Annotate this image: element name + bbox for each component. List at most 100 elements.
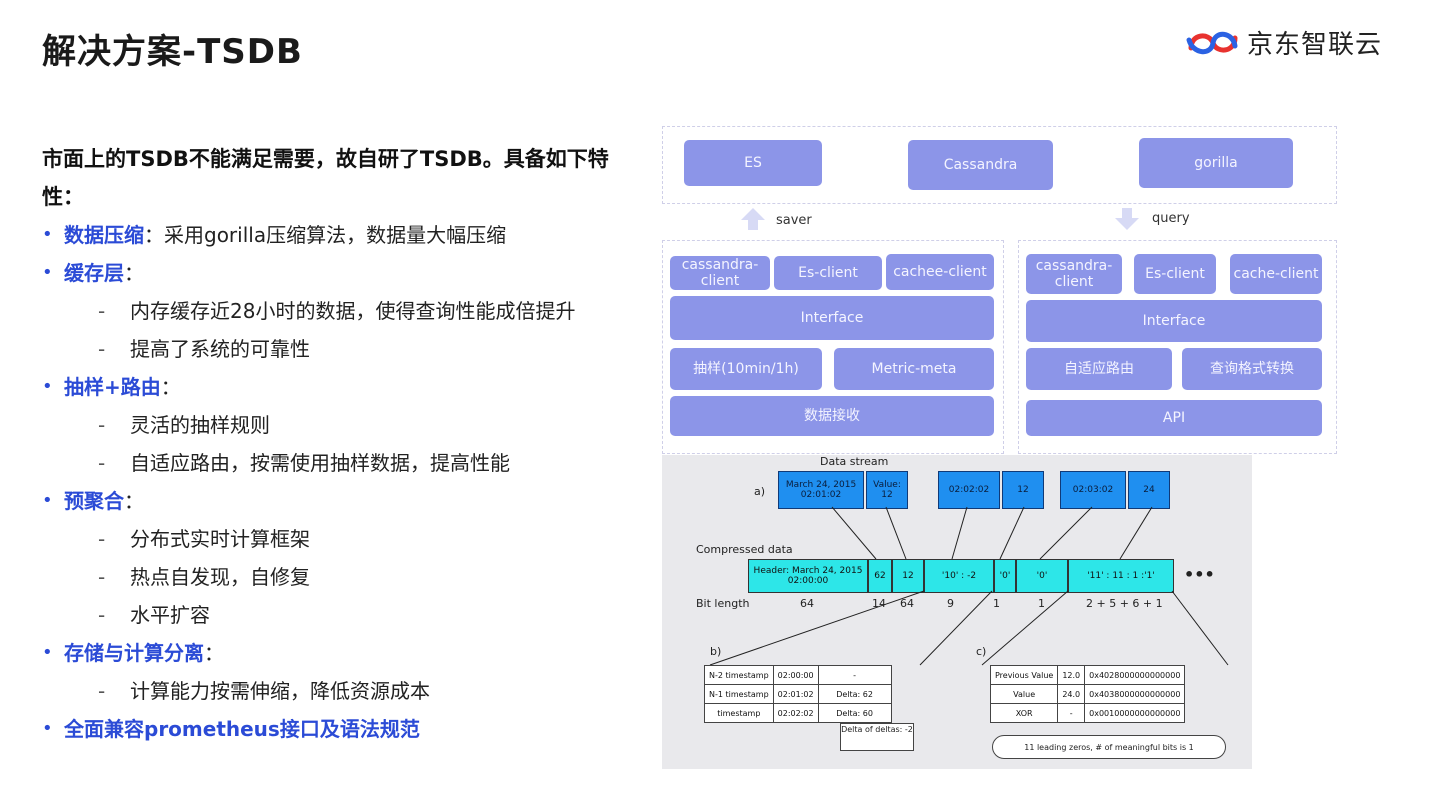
compressed-cell: '11' : 11 : 1 :'1' — [1068, 559, 1174, 593]
table-cell: Value — [989, 684, 1059, 704]
feature-sub-item: 提高了系统的可靠性 — [42, 330, 632, 368]
es-client-box: Es-client — [1134, 254, 1216, 294]
feature-sub-item: 灵活的抽样规则 — [42, 406, 632, 444]
feature-sub-item: 自适应路由，按需使用抽样数据，提高性能 — [42, 444, 632, 482]
feature-item: 缓存层： — [42, 254, 632, 292]
slide-title: 解决方案-TSDB — [42, 32, 303, 72]
delta-of-deltas-box: Delta of deltas: -2 — [840, 723, 914, 751]
query-label: query — [1152, 211, 1190, 226]
table-cell: N-2 timestamp — [704, 665, 774, 685]
part-c-label: c) — [976, 645, 987, 658]
feature-heading: 存储与计算分离 — [64, 641, 204, 665]
jd-cloud-logo: 京东智联云 — [1183, 24, 1382, 61]
table-cell: 12.0 — [1057, 665, 1086, 685]
feature-separator: ： — [160, 375, 181, 399]
feature-separator: ： — [124, 261, 144, 285]
data-receive-box: 数据接收 — [670, 396, 994, 436]
bit-length-value: 14 — [872, 597, 886, 610]
feature-sub-item: 内存缓存近28小时的数据，使得查询性能成倍提升 — [42, 292, 632, 330]
table-cell: Previous Value — [989, 665, 1059, 685]
connector-lines — [709, 506, 1229, 666]
feature-item: 全面兼容prometheus接口及语法规范 — [42, 710, 632, 748]
leading-zeros-note: 11 leading zeros, # of meaningful bits i… — [992, 735, 1226, 759]
stream-timestamp-cell: 02:02:02 — [938, 471, 1000, 509]
api-box: API — [1026, 400, 1322, 436]
cache-client-box: cache-client — [1230, 254, 1322, 294]
logo-icon — [1186, 31, 1238, 54]
feature-list: 市面上的TSDB不能满足需要，故自研了TSDB。具备如下特性： 数据压缩：采用g… — [42, 140, 632, 748]
compressed-cell: 62 — [868, 559, 892, 593]
part-a-label: a) — [754, 485, 766, 498]
bit-length-value: 64 — [900, 597, 914, 610]
data-stream-label: Data stream — [820, 455, 889, 468]
feature-heading: 抽样+路由 — [64, 375, 161, 399]
feature-heading: 预聚合 — [64, 489, 124, 513]
table-cell: XOR — [989, 703, 1059, 723]
saver-label: saver — [776, 213, 812, 228]
adaptive-routing-box: 自适应路由 — [1026, 348, 1172, 390]
stream-value-cell: Value: 12 — [866, 471, 908, 509]
table-cell: 0x4028000000000000 — [1084, 665, 1186, 685]
architecture-diagram: ES Cassandra gorilla saver query cassand… — [662, 126, 1337, 456]
metric-meta-box: Metric-meta — [834, 348, 994, 390]
compressed-cell: '0' — [994, 559, 1016, 593]
bit-length-value: 9 — [947, 597, 954, 610]
compressed-cell: 12 — [892, 559, 924, 593]
table-cell: 24.0 — [1057, 684, 1086, 704]
cache-client-box: cachee-client — [886, 254, 994, 290]
intro-text: 市面上的TSDB不能满足需要，故自研了TSDB。具备如下特性： — [42, 147, 609, 209]
query-format-box: 查询格式转换 — [1182, 348, 1322, 390]
feature-heading: 缓存层 — [64, 261, 124, 285]
compressed-cell: '10' : -2 — [924, 559, 994, 593]
table-cell: 02:02:02 — [772, 703, 819, 723]
feature-item: 抽样+路由： — [42, 368, 632, 406]
table-cell: 0x4038000000000000 — [1084, 684, 1186, 704]
interface-box: Interface — [1026, 300, 1322, 342]
table-cell: Delta: 60 — [817, 703, 892, 723]
bit-length-value: 1 — [993, 597, 1000, 610]
table-cell: 02:00:00 — [772, 665, 819, 685]
feature-sub-item: 分布式实时计算框架 — [42, 520, 632, 558]
table-cell: - — [817, 665, 892, 685]
cassandra-client-box: cassandra-client — [1026, 254, 1122, 294]
compressed-cell: '0' — [1016, 559, 1068, 593]
bit-length-value: 1 — [1038, 597, 1045, 610]
compressed-header-cell: Header: March 24, 2015 02:00:00 — [748, 559, 868, 593]
feature-description: 采用gorilla压缩算法，数据量大幅压缩 — [164, 223, 507, 247]
bit-length-label: Bit length — [696, 597, 750, 610]
stream-value-cell: 24 — [1128, 471, 1170, 509]
logo-text: 京东智联云 — [1247, 30, 1383, 60]
table-cell: timestamp — [704, 703, 774, 723]
ellipsis-dots: ••• — [1184, 565, 1215, 584]
feature-item: 数据压缩：采用gorilla压缩算法，数据量大幅压缩 — [42, 216, 632, 254]
feature-separator: ： — [144, 223, 164, 247]
feature-item: 存储与计算分离： — [42, 634, 632, 672]
es-client-box: Es-client — [774, 256, 882, 290]
stream-timestamp-cell: 02:03:02 — [1060, 471, 1126, 509]
table-cell: 02:01:02 — [772, 684, 819, 704]
sampling-box: 抽样(10min/1h) — [670, 348, 822, 390]
bit-length-value: 64 — [800, 597, 814, 610]
down-arrow-icon — [1115, 208, 1139, 230]
interface-box: Interface — [670, 296, 994, 340]
gorilla-storage-box: gorilla — [1139, 138, 1293, 188]
feature-sub-item: 计算能力按需伸缩，降低资源成本 — [42, 672, 632, 710]
table-cell: - — [1057, 703, 1086, 723]
table-cell: Delta: 62 — [817, 684, 892, 704]
feature-separator: ： — [204, 641, 224, 665]
table-cell: N-1 timestamp — [704, 684, 774, 704]
bit-length-value: 2 + 5 + 6 + 1 — [1086, 597, 1163, 610]
feature-heading: 全面兼容prometheus接口及语法规范 — [64, 717, 420, 741]
feature-separator: ： — [124, 489, 144, 513]
up-arrow-icon — [741, 208, 765, 230]
compressed-data-label: Compressed data — [696, 543, 793, 556]
es-storage-box: ES — [684, 140, 822, 186]
cassandra-storage-box: Cassandra — [908, 140, 1053, 190]
feature-sub-item: 热点自发现，自修复 — [42, 558, 632, 596]
feature-item: 预聚合： — [42, 482, 632, 520]
feature-sub-item: 水平扩容 — [42, 596, 632, 634]
feature-heading: 数据压缩 — [64, 223, 144, 247]
gorilla-compression-diagram: Data stream a) March 24, 2015 02:01:02 V… — [662, 455, 1252, 769]
